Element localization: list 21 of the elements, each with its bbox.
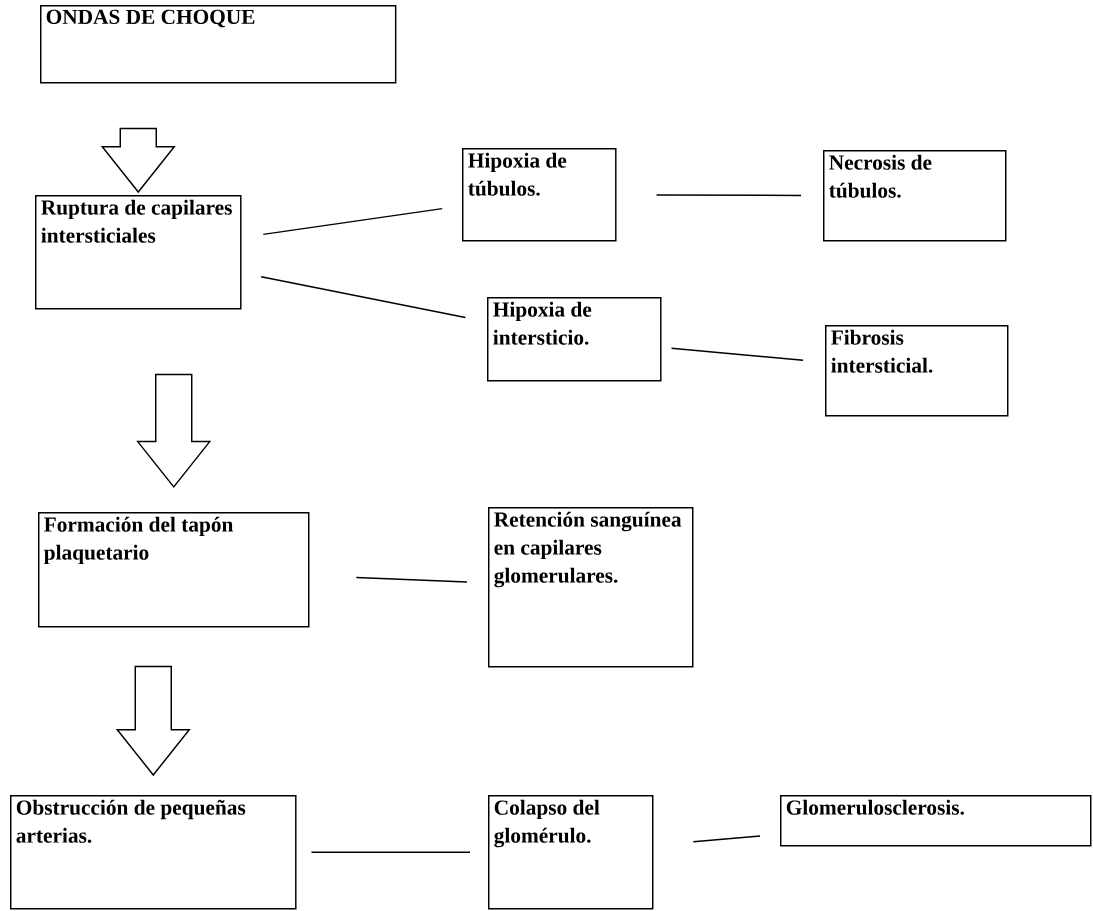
process-box: Necrosis de túbulos. bbox=[823, 150, 1007, 242]
connector-line bbox=[355, 576, 468, 583]
process-box: Colapso del glomérulo. bbox=[488, 795, 654, 910]
block-arrow bbox=[100, 127, 176, 194]
connector-line bbox=[655, 194, 802, 197]
process-box: Formación del tapón plaquetario bbox=[38, 512, 310, 628]
connector-line bbox=[310, 851, 471, 853]
connector-line bbox=[260, 276, 467, 319]
process-box: Hipoxia de intersticio. bbox=[487, 297, 662, 382]
process-box: Obstrucción de pequeñas arterias. bbox=[10, 795, 297, 910]
connector-line bbox=[692, 835, 761, 843]
block-arrow bbox=[136, 373, 212, 489]
block-arrow bbox=[115, 665, 191, 777]
process-box: ONDAS DE CHOQUE bbox=[40, 5, 397, 84]
process-box: Glomerulosclerosis. bbox=[780, 795, 1092, 847]
connector-line bbox=[670, 347, 804, 361]
process-box: Retención sanguínea en capilares glomerulares. bbox=[488, 507, 694, 668]
connector-line bbox=[262, 207, 443, 236]
process-box: Hipoxia de túbulos. bbox=[462, 148, 617, 242]
process-box: Ruptura de capilares intersticiales bbox=[35, 195, 242, 310]
process-box: Fibrosis intersticial. bbox=[825, 325, 1009, 417]
